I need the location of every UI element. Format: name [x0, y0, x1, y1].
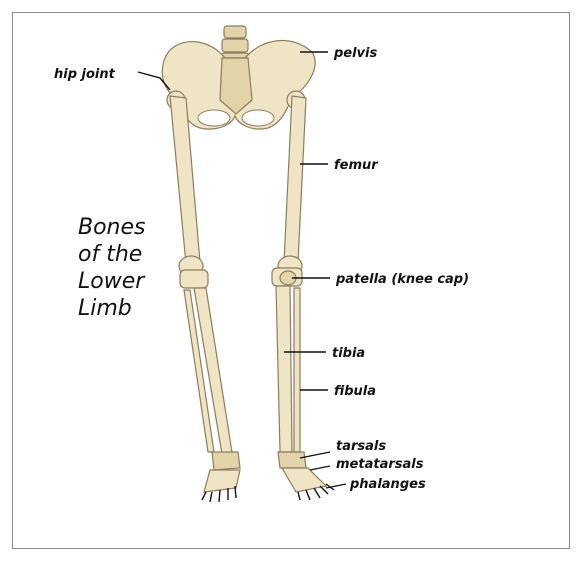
left-lower-leg — [184, 288, 232, 454]
knees — [180, 268, 302, 288]
title-line-1: Bones — [78, 215, 146, 240]
right-femur — [278, 96, 306, 276]
fibula-label: fibula — [334, 384, 376, 399]
tarsals-label: tarsals — [336, 439, 386, 454]
patella-label: patella (knee cap) — [335, 272, 469, 287]
tibia-label: tibia — [332, 346, 365, 361]
right-lower-leg — [276, 286, 300, 452]
metatarsals-leader — [310, 466, 330, 470]
right-foot — [278, 452, 334, 500]
title-line-3: Lower — [78, 269, 146, 294]
phalanges-label: phalanges — [349, 477, 426, 492]
metatarsals-label: metatarsals — [336, 457, 424, 472]
hip-joint-label: hip joint — [54, 67, 116, 82]
femur-label: femur — [334, 158, 379, 173]
pelvis-label: pelvis — [333, 46, 378, 61]
left-foot — [202, 452, 240, 502]
title-line-4: Limb — [78, 296, 132, 321]
diagram-title: Bones of the Lower Limb — [78, 215, 146, 321]
title-line-2: of the — [78, 242, 142, 267]
